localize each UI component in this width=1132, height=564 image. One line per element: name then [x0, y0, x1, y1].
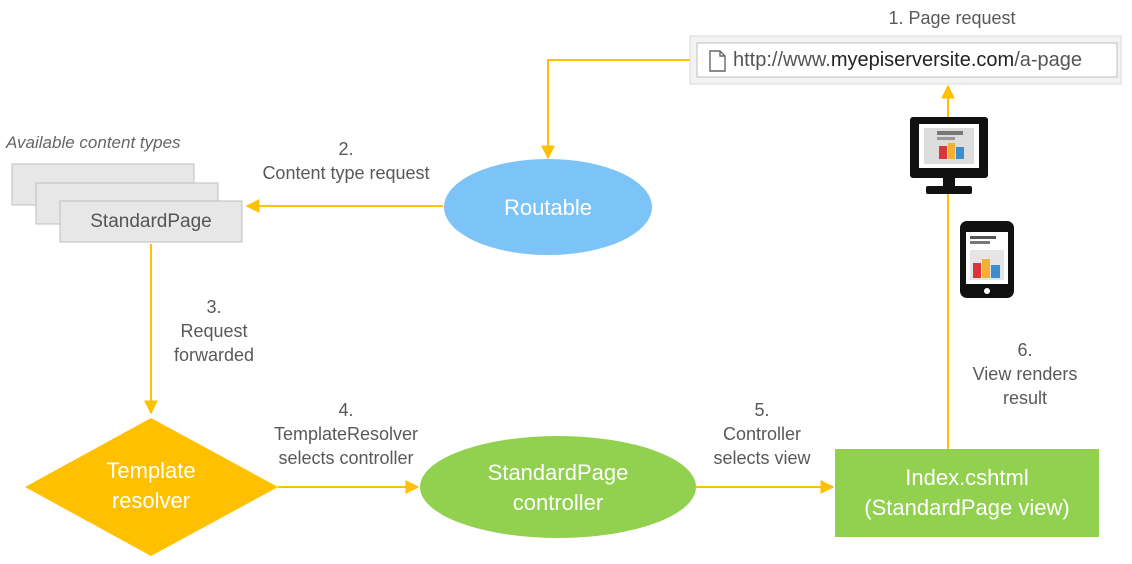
- url-path: /a-page: [1014, 49, 1083, 71]
- template-resolver-line-1: Template: [106, 458, 196, 483]
- arrow-page-request-to-routable: [541, 59, 690, 160]
- browser-url-field: [696, 42, 1118, 78]
- step-1-label: 1. Page request: [852, 6, 1052, 30]
- step-5-line-3: selects view: [713, 448, 811, 468]
- step-3-line-3: forwarded: [173, 345, 255, 365]
- standardpage-controller-label: StandardPage controller: [420, 458, 696, 518]
- index-view-node: [835, 449, 1099, 537]
- step-6-line-1: 6.: [1017, 340, 1033, 360]
- step-4-line-2: TemplateResolver: [273, 424, 419, 444]
- page-icon: [709, 50, 726, 72]
- step-5-label: 5. Controller selects view: [682, 398, 842, 470]
- mobile-phone-icon: [960, 221, 1014, 298]
- template-resolver-line-2: resolver: [111, 488, 191, 513]
- step-1-line-1: 1. Page request: [888, 8, 1016, 28]
- template-resolver-node: [25, 418, 278, 556]
- url-domain: myepiserversite.com: [830, 49, 1015, 71]
- index-view-label: Index.cshtml (StandardPage view): [835, 463, 1099, 523]
- step-6-line-3: result: [1002, 388, 1047, 408]
- step-6-label: 6. View renders result: [945, 338, 1105, 410]
- content-type-standardpage-label: StandardPage: [90, 211, 212, 232]
- step-2-line-1: 2.: [338, 139, 354, 159]
- step-4-line-3: selects controller: [278, 448, 414, 468]
- step-4-label: 4. TemplateResolver selects controller: [246, 398, 446, 470]
- view-line-1: Index.cshtml: [905, 465, 1029, 490]
- template-resolver-label: Template resolver: [51, 456, 251, 516]
- routable-label: Routable: [503, 195, 593, 220]
- standardpage-controller-node: [420, 436, 696, 538]
- desktop-monitor-icon: [910, 117, 988, 194]
- step-3-line-2: Request: [180, 321, 248, 341]
- view-line-2: (StandardPage view): [864, 495, 1070, 520]
- url-prefix: http://www.: [733, 49, 831, 71]
- step-5-line-1: 5.: [754, 400, 770, 420]
- step-2-line-2: Content type request: [262, 163, 430, 183]
- step-3-label: 3. Request forwarded: [134, 295, 294, 367]
- step-5-line-2: Controller: [722, 424, 802, 444]
- step-3-line-1: 3.: [206, 297, 222, 317]
- browser-url-text: http://www.myepiserversite.com/a-page: [733, 49, 1082, 72]
- controller-line-2: controller: [512, 490, 604, 515]
- routable-node: [444, 159, 652, 255]
- controller-line-1: StandardPage: [487, 460, 629, 485]
- content-type-box-front: [59, 200, 243, 243]
- step-2-label: 2. Content type request: [236, 137, 456, 185]
- step-4-line-1: 4.: [338, 400, 354, 420]
- content-types-caption: Available content types: [6, 133, 181, 152]
- step-6-line-2: View renders: [972, 364, 1078, 384]
